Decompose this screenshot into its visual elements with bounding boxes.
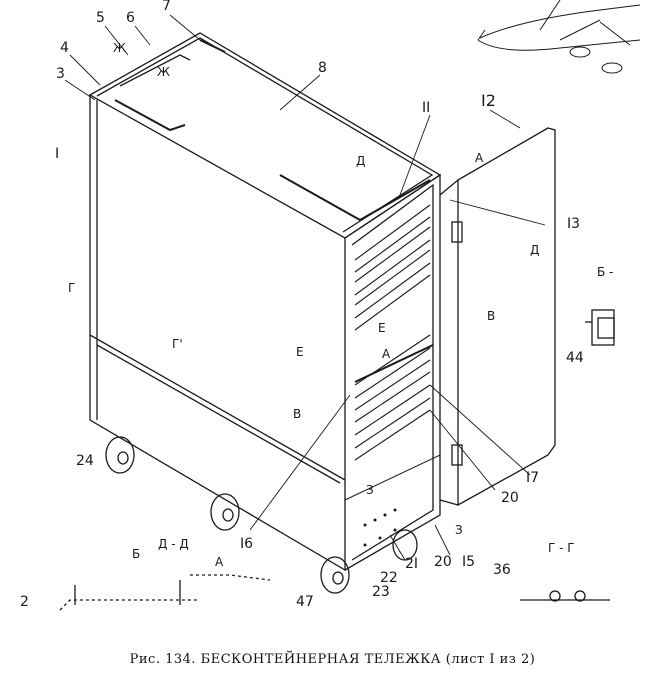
callout-6: 6 <box>126 10 135 26</box>
callout-II: II <box>422 100 430 116</box>
mark-a-3: А <box>215 555 224 569</box>
figure-caption: Рис. 134. БЕСКОНТЕЙНЕРНАЯ ТЕЛЕЖКА (лист … <box>129 652 536 667</box>
mark-zh-1: Ж <box>113 41 126 55</box>
mark-a-2: А <box>382 347 391 361</box>
callout-7: 7 <box>162 0 171 14</box>
trolley-body <box>88 32 442 572</box>
mark-gg-section: Г - Г <box>548 541 575 555</box>
mark-b-2: Б <box>132 547 140 561</box>
mark-zh-2: Ж <box>157 65 170 79</box>
callout-I7: I7 <box>526 470 539 486</box>
door-panel <box>439 127 556 507</box>
callout-2I: 2I <box>405 556 418 572</box>
callout-44: 44 <box>566 350 584 366</box>
detail-g <box>520 590 610 602</box>
mark-g-2: Г' <box>172 337 183 351</box>
callout-8: 8 <box>318 60 327 76</box>
callout-I5: I5 <box>462 554 475 570</box>
callout-I6: I6 <box>240 536 253 552</box>
mark-v-2: В <box>293 407 301 421</box>
callout-I3: I3 <box>567 216 580 232</box>
mark-z-2: З <box>455 523 463 537</box>
detail-b <box>585 309 615 346</box>
mark-z-1: З <box>366 483 374 497</box>
callout-5: 5 <box>96 10 105 26</box>
mark-d-2: Д <box>530 243 539 257</box>
callout-20b: 20 <box>434 554 452 570</box>
mark-a-1: А <box>475 151 484 165</box>
airplane-sketch <box>477 0 641 74</box>
callout-47: 47 <box>296 594 314 610</box>
callout-I2: I2 <box>481 91 496 110</box>
mark-d-1: Д <box>356 154 365 168</box>
callout-2: 2 <box>20 594 29 610</box>
callout-4: 4 <box>60 40 69 56</box>
mark-e-1: Е <box>378 321 386 335</box>
callout-24: 24 <box>76 453 94 469</box>
callout-3: 3 <box>56 66 65 82</box>
mark-dd-section: Д - Д <box>158 537 189 551</box>
mark-g-1: Г <box>68 281 75 295</box>
detail-d-solid <box>74 580 181 605</box>
mark-b-section: Б - <box>597 265 613 279</box>
callout-I: I <box>55 146 59 162</box>
mark-v-1: В <box>487 309 495 323</box>
callout-22: 22 <box>380 570 398 586</box>
detail-d <box>59 574 271 611</box>
callout-36: 36 <box>493 562 511 578</box>
callout-labels: 5 6 7 4 3 8 I II I2 I3 44 24 I6 I7 20 20… <box>20 0 584 610</box>
mark-e-2: Е <box>296 345 304 359</box>
callout-20a: 20 <box>501 490 519 506</box>
leader-lines <box>64 14 546 561</box>
callout-23: 23 <box>372 584 390 600</box>
section-marks: Ж Ж Д А Д Б - В Г Г' Е Е А В З З Д - Д Б… <box>68 41 613 569</box>
wheels <box>105 436 418 594</box>
